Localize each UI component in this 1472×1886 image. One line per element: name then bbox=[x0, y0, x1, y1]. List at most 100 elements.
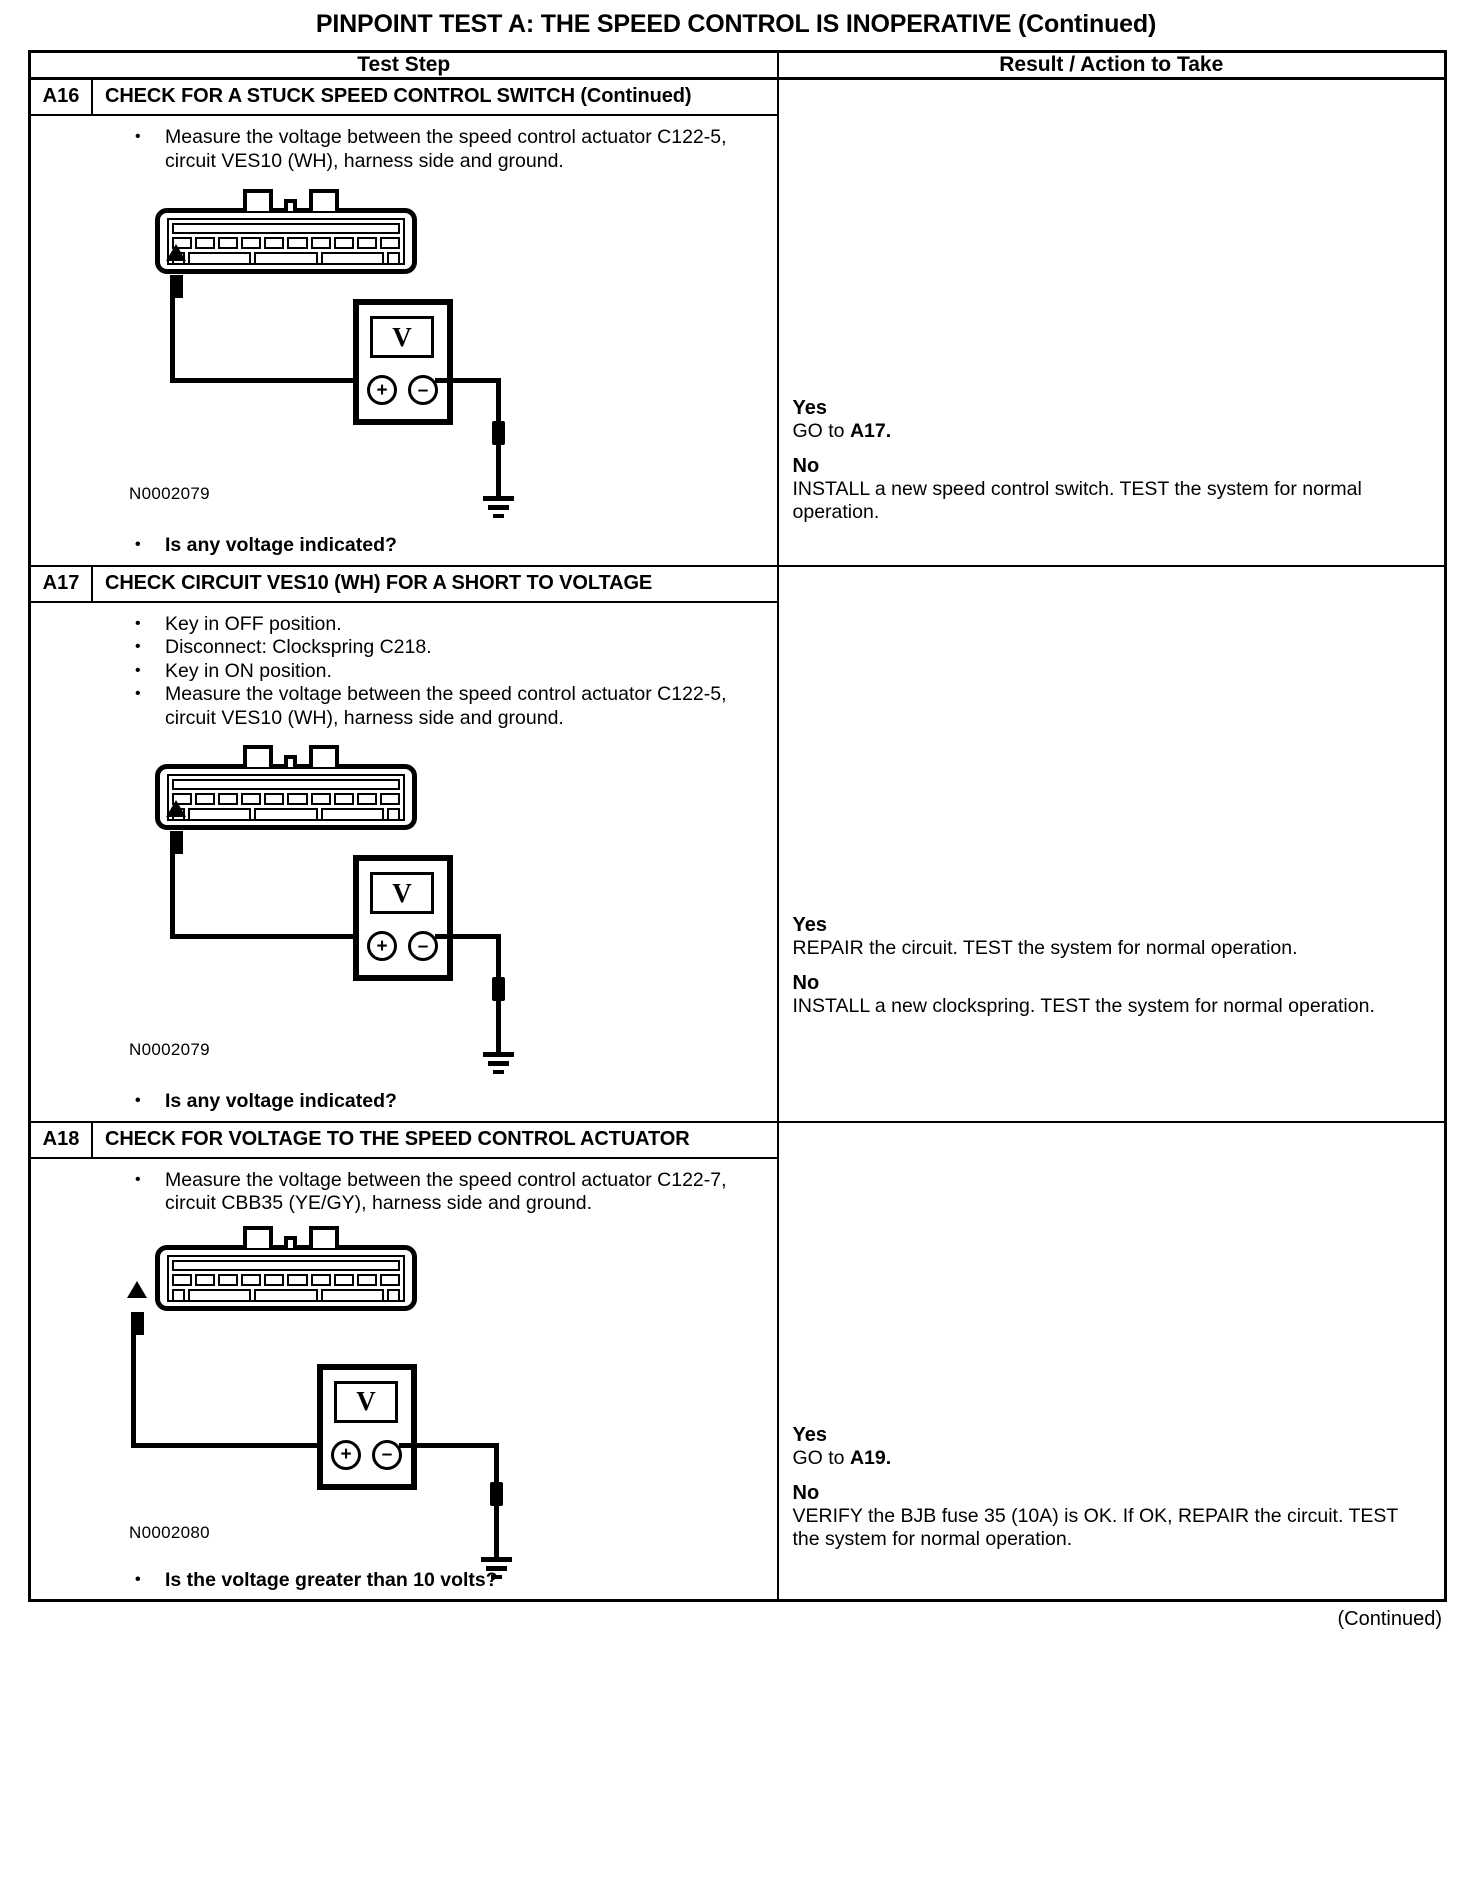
step-id-a17: A17 bbox=[31, 566, 93, 601]
connector-pin bbox=[320, 252, 384, 265]
connector-pin bbox=[287, 1273, 308, 1286]
step-bullets-a18: Measure the voltage between the speed co… bbox=[31, 1168, 777, 1216]
test-probe-body bbox=[170, 275, 183, 298]
connector-pin bbox=[356, 1273, 377, 1286]
connector-latch-tabs bbox=[243, 1225, 339, 1248]
result-cell-a17: Yes REPAIR the circuit. TEST the system … bbox=[776, 564, 1447, 1123]
wire-probe-vertical bbox=[170, 850, 175, 938]
result-label-no-a17: No bbox=[792, 971, 820, 994]
page-footer-continued: (Continued) bbox=[1337, 1608, 1442, 1630]
step-body-row-a18: Measure the voltage between the speed co… bbox=[28, 1156, 1446, 1602]
connector-pin bbox=[333, 793, 354, 805]
multimeter-negative-terminal: – bbox=[408, 375, 438, 405]
column-header-test-step: Test Step bbox=[28, 50, 779, 80]
connector-pin bbox=[172, 1273, 193, 1286]
ground-clip bbox=[490, 1481, 503, 1506]
step-question-a17: Is any voltage indicated? bbox=[131, 1089, 777, 1114]
connector-body bbox=[167, 218, 405, 265]
wiring-diagram-a18: V + – bbox=[31, 1217, 777, 1579]
step-body-cell-a17: Key in OFF position. Disconnect: Clocksp… bbox=[28, 600, 779, 1123]
connector-pin bbox=[320, 808, 384, 821]
multimeter-positive-terminal: + bbox=[367, 375, 397, 405]
result-label-no-a16: No bbox=[792, 455, 820, 477]
multimeter: V + – bbox=[353, 855, 453, 981]
step-header-row-a18: A18 CHECK FOR VOLTAGE TO THE SPEED CONTR… bbox=[28, 1120, 1447, 1602]
result-label-yes-a18: Yes bbox=[792, 1423, 827, 1446]
connector-pin bbox=[333, 237, 354, 249]
bullet-item: Measure the voltage between the speed co… bbox=[131, 125, 777, 173]
latch-tab-right bbox=[309, 1225, 339, 1248]
multimeter-negative-terminal: – bbox=[408, 931, 438, 961]
ground-clip bbox=[492, 977, 505, 1001]
step-question-wrap-a17: Is any voltage indicated? bbox=[31, 1089, 777, 1121]
step-question-wrap-a16: Is any voltage indicated? bbox=[31, 533, 777, 565]
wire-ground-horizontal bbox=[399, 1442, 499, 1448]
test-probe-tip-icon bbox=[166, 244, 186, 261]
result-cell-a16: Yes GO to A17. No INSTALL a new speed co… bbox=[776, 77, 1447, 567]
connector-pin bbox=[310, 1273, 331, 1286]
step-id-a16: A16 bbox=[31, 80, 93, 114]
step-question-a18: Is the voltage greater than 10 volts? bbox=[131, 1568, 777, 1593]
latch-tab-middle bbox=[284, 199, 297, 211]
connector-body bbox=[167, 1254, 405, 1302]
wiring-diagram-a17: V + – bbox=[31, 730, 777, 1090]
connector-pin bbox=[188, 252, 252, 265]
multimeter-display: V bbox=[334, 1380, 398, 1423]
connector-pin bbox=[310, 793, 331, 805]
wire-ground-vertical bbox=[496, 934, 501, 982]
multimeter-display: V bbox=[370, 872, 434, 914]
connector-c122 bbox=[155, 189, 417, 274]
test-probe-body bbox=[170, 831, 183, 854]
connector-pin bbox=[195, 1273, 216, 1286]
connector-pin bbox=[218, 1273, 239, 1286]
test-probe-body bbox=[131, 1311, 144, 1335]
result-text-yes-a17: REPAIR the circuit. TEST the system for … bbox=[792, 936, 1298, 959]
connector-body bbox=[167, 774, 405, 821]
connector-pin bbox=[264, 1273, 285, 1286]
wire-probe-horizontal bbox=[131, 1442, 327, 1448]
step-title-a18: CHECK FOR VOLTAGE TO THE SPEED CONTROL A… bbox=[105, 1127, 690, 1150]
connector-pin bbox=[254, 252, 318, 265]
step-header-row-a17: A17 CHECK CIRCUIT VES10 (WH) FOR A SHORT… bbox=[28, 564, 1447, 1123]
step-bullets-a16: Measure the voltage between the speed co… bbox=[31, 125, 777, 173]
connector-pin bbox=[188, 1288, 252, 1302]
step-header-cell-a18: A18 CHECK FOR VOLTAGE TO THE SPEED CONTR… bbox=[28, 1120, 779, 1159]
wire-probe-vertical bbox=[131, 1330, 136, 1447]
multimeter-positive-terminal: + bbox=[331, 1439, 361, 1470]
multimeter: V + – bbox=[353, 299, 453, 425]
ground-clip-tip bbox=[496, 999, 501, 1013]
pinpoint-test-table: Test Step Result / Action to Take A16 CH… bbox=[28, 50, 1447, 1602]
result-label-yes-a17: Yes bbox=[792, 913, 827, 936]
step-body-cell-a18: Measure the voltage between the speed co… bbox=[28, 1156, 779, 1602]
latch-tab-left bbox=[243, 1225, 273, 1248]
step-header-cell-a17: A17 CHECK CIRCUIT VES10 (WH) FOR A SHORT… bbox=[28, 564, 779, 603]
connector-pin-row-upper bbox=[172, 793, 400, 805]
step-body-row-a16: Measure the voltage between the speed co… bbox=[28, 114, 1446, 567]
connector-pin-row-lower bbox=[172, 1288, 400, 1302]
step-body-cell-a16: Measure the voltage between the speed co… bbox=[28, 114, 779, 567]
connector-pin bbox=[172, 1288, 185, 1302]
connector-pin bbox=[386, 252, 400, 265]
connector-pin-row-upper bbox=[172, 237, 400, 249]
step-body-row-a17: Key in OFF position. Disconnect: Clocksp… bbox=[28, 600, 1446, 1123]
latch-tab-left bbox=[243, 745, 273, 767]
step-header-row-a16: A16 CHECK FOR A STUCK SPEED CONTROL SWIT… bbox=[28, 77, 1447, 567]
bullet-item: Measure the voltage between the speed co… bbox=[131, 682, 777, 730]
connector-pin bbox=[386, 808, 400, 821]
wire-ground-horizontal bbox=[435, 934, 501, 939]
connector-pin bbox=[379, 793, 400, 805]
step-question-a16: Is any voltage indicated? bbox=[131, 533, 777, 558]
ground-clip-tip bbox=[494, 1503, 499, 1518]
result-label-yes-a16: Yes bbox=[792, 397, 827, 419]
connector-pin-row-upper bbox=[172, 1273, 400, 1286]
result-text-no-a16: INSTALL a new speed control switch. TEST… bbox=[792, 478, 1362, 523]
connector-top-slot bbox=[172, 223, 400, 234]
step-bullets-a17: Key in OFF position. Disconnect: Clocksp… bbox=[31, 612, 777, 731]
result-label-no-a18: No bbox=[792, 1481, 820, 1504]
connector-pin bbox=[264, 793, 285, 805]
connector-c122 bbox=[155, 745, 417, 830]
bullet-item: Key in OFF position. bbox=[131, 612, 777, 637]
latch-tab-left bbox=[243, 189, 273, 211]
connector-pin bbox=[356, 793, 377, 805]
wire-probe-horizontal bbox=[170, 378, 363, 383]
